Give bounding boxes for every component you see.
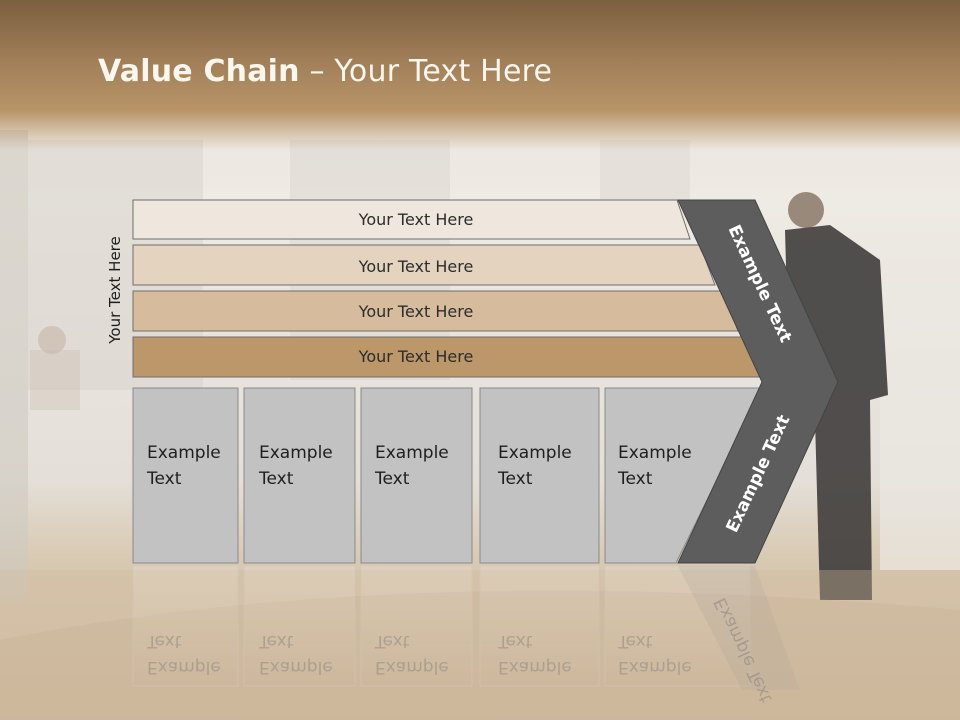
reflection-text: Text xyxy=(258,631,294,651)
bar-1-label: Your Text Here xyxy=(358,210,474,229)
box-5-line1: Example xyxy=(618,443,692,463)
box-2-line2: Text xyxy=(258,469,294,489)
box-5-line2: Text xyxy=(617,469,653,489)
reflection-text: Text xyxy=(497,631,533,651)
box-4-line1: Example xyxy=(498,443,572,463)
reflection-text: Example xyxy=(375,657,449,677)
bar-3-label: Your Text Here xyxy=(358,302,474,321)
slide-title-bold: Value Chain xyxy=(98,54,300,89)
bar-2 xyxy=(132,244,716,286)
box-2 xyxy=(243,387,356,564)
boxes-group: Example Text Example Text Example Text E… xyxy=(132,387,763,564)
box-4 xyxy=(479,387,600,564)
box-2-line1: Example xyxy=(259,443,333,463)
reflection-text: Example xyxy=(618,657,692,677)
bar-1 xyxy=(132,199,691,240)
box-1 xyxy=(132,387,239,564)
reflection-text: Text xyxy=(617,631,653,651)
reflection-text: Text xyxy=(146,631,182,651)
slide-title-rest: – Your Text Here xyxy=(299,54,553,89)
box-3-line1: Example xyxy=(375,443,449,463)
box-3 xyxy=(360,387,473,564)
bar-4-label: Your Text Here xyxy=(358,347,474,366)
reflection xyxy=(132,565,800,690)
slide-title: Value Chain – Your Text Here xyxy=(98,54,552,89)
title-banner xyxy=(0,0,960,150)
chevron-arrow xyxy=(677,199,839,564)
reflection-text: Text xyxy=(374,631,410,651)
reflection-text: Example xyxy=(498,657,572,677)
bars-group: Your Text Here Your Text Here Your Text … xyxy=(132,199,763,378)
box-5 xyxy=(604,387,763,564)
reflection-text: Example xyxy=(147,657,221,677)
reflection-text: Example xyxy=(259,657,333,677)
box-1-line1: Example xyxy=(147,443,221,463)
bar-2-label: Your Text Here xyxy=(358,257,474,276)
box-4-line2: Text xyxy=(497,469,533,489)
box-3-line2: Text xyxy=(374,469,410,489)
box-1-line2: Text xyxy=(146,469,182,489)
